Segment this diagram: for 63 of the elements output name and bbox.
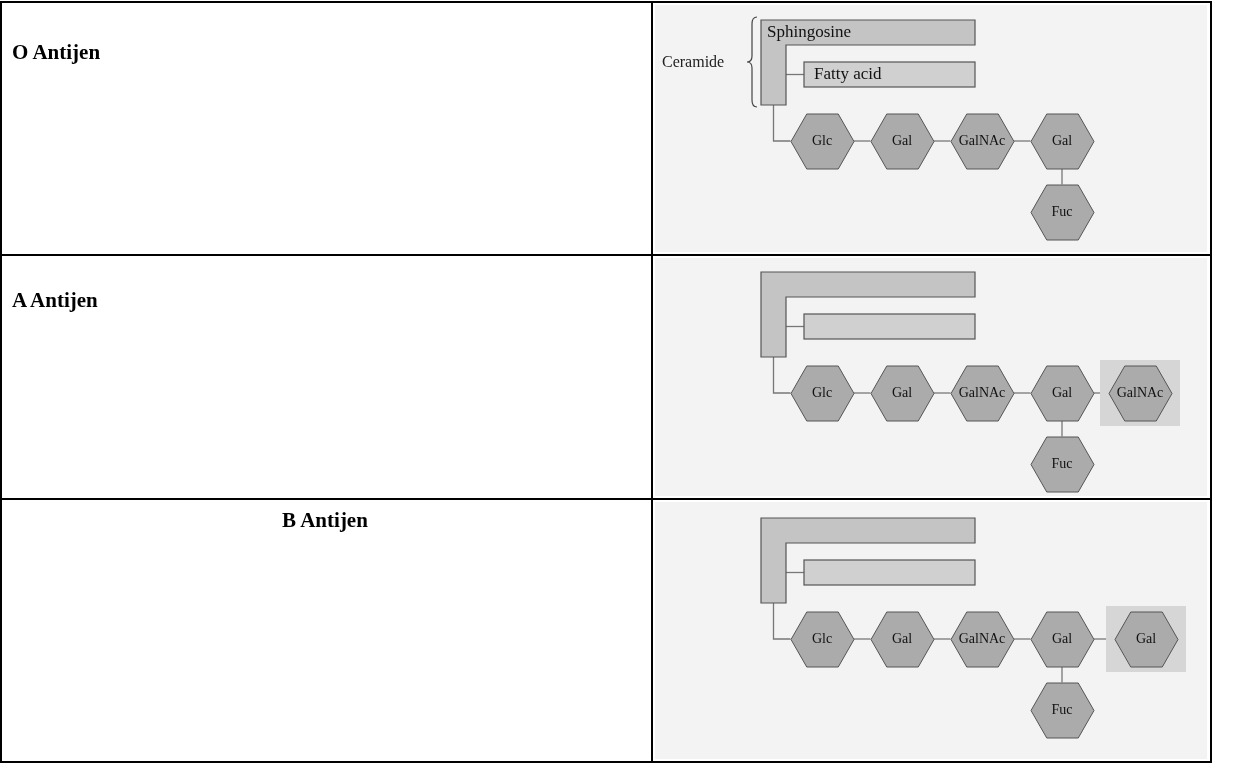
linkage-line bbox=[1061, 419, 1063, 438]
sugar-label: GalNAc bbox=[957, 132, 1007, 150]
linkage-line bbox=[852, 140, 872, 142]
linkage-line bbox=[1061, 665, 1063, 684]
antigen-title: O Antijen bbox=[12, 40, 101, 65]
chain-label: Sphingosine bbox=[767, 22, 852, 42]
linkage-line bbox=[932, 140, 952, 142]
sugar-hexagon bbox=[950, 365, 1014, 421]
sugar-hexagon bbox=[1030, 436, 1094, 492]
linkage-line bbox=[1012, 392, 1032, 394]
sugar-hexagon bbox=[950, 113, 1014, 169]
sugar-hexagon bbox=[790, 365, 854, 421]
linkage-line bbox=[1012, 638, 1032, 640]
fatty-acid-bar bbox=[804, 314, 975, 339]
sugar-label: GalNAc bbox=[957, 384, 1007, 402]
linkage-line bbox=[852, 638, 872, 640]
sugar-hexagon bbox=[1030, 184, 1094, 240]
sugar-label: Gal bbox=[1134, 630, 1158, 648]
sugar-label: Glc bbox=[810, 630, 834, 648]
sugar-hexagon bbox=[950, 611, 1014, 667]
sphingosine-chain-shape bbox=[761, 20, 975, 105]
linkage-line bbox=[932, 392, 952, 394]
antigen-title: A Antijen bbox=[12, 288, 98, 313]
fatty-acid-bar bbox=[804, 62, 975, 87]
sugar-hexagon bbox=[1030, 611, 1094, 667]
sugar-label: Glc bbox=[810, 384, 834, 402]
sugar-label: Gal bbox=[1050, 384, 1074, 402]
sugar-label: Fuc bbox=[1050, 701, 1074, 719]
sugar-label: Gal bbox=[890, 630, 914, 648]
sugar-hexagon bbox=[1030, 682, 1094, 738]
sugar-hexagon bbox=[1030, 365, 1094, 421]
linkage-line bbox=[772, 356, 792, 394]
sugar-hexagon bbox=[870, 113, 934, 169]
sugar-hexagon bbox=[790, 113, 854, 169]
sugar-hexagon bbox=[870, 611, 934, 667]
sugar-label: Gal bbox=[1050, 132, 1074, 150]
chain-label: Fatty acid bbox=[814, 64, 882, 84]
sugar-label: GalNAc bbox=[1115, 384, 1165, 402]
sugar-label: Gal bbox=[890, 384, 914, 402]
sugar-hexagon bbox=[1030, 113, 1094, 169]
sugar-label: Fuc bbox=[1050, 203, 1074, 221]
sugar-hexagon bbox=[1108, 365, 1172, 421]
linkage-line bbox=[852, 392, 872, 394]
highlight-box bbox=[1100, 360, 1180, 426]
highlight-box bbox=[1106, 606, 1186, 672]
sugar-hexagon bbox=[1114, 611, 1178, 667]
sugar-label: GalNAc bbox=[957, 630, 1007, 648]
linkage-line bbox=[772, 602, 792, 640]
sugar-label: Fuc bbox=[1050, 455, 1074, 473]
sphingosine-chain-shape bbox=[761, 272, 975, 357]
sugar-label: Gal bbox=[890, 132, 914, 150]
sugar-hexagon bbox=[870, 365, 934, 421]
fatty-acid-bar bbox=[804, 560, 975, 585]
linkage-line bbox=[772, 104, 792, 142]
sugar-hexagon bbox=[790, 611, 854, 667]
linkage-line bbox=[1012, 140, 1032, 142]
sugar-label: Gal bbox=[1050, 630, 1074, 648]
sugar-label: Glc bbox=[810, 132, 834, 150]
linkage-line bbox=[932, 638, 952, 640]
linkage-line bbox=[1061, 167, 1063, 186]
sphingosine-chain-shape bbox=[761, 518, 975, 603]
bracket-label: Ceramide bbox=[662, 53, 725, 71]
antigen-title: B Antijen bbox=[281, 508, 369, 533]
